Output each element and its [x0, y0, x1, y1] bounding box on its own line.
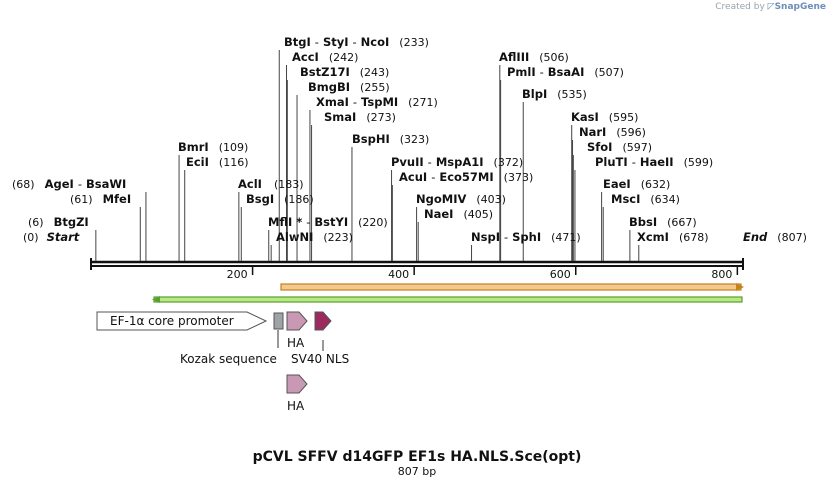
site-btgzi[interactable]: (6)BtgZI — [28, 215, 89, 229]
orf-bar[interactable] — [280, 283, 744, 291]
feature-label-promoter: EF-1α core promoter — [110, 314, 234, 328]
site-msci[interactable]: MscI(634) — [611, 192, 680, 206]
site-xmai[interactable]: XmaI-TspMI(271) — [316, 95, 438, 109]
site-bstz17i[interactable]: BstZ17I(243) — [300, 65, 389, 79]
feature-ha-2[interactable]: HA — [286, 374, 308, 413]
site-bmgbi[interactable]: BmgBI(255) — [308, 80, 390, 94]
site-acli[interactable]: AclI(183) — [238, 177, 304, 191]
feature-kozak[interactable]: Kozak sequence — [180, 312, 284, 366]
site-alwni[interactable]: AlwNI(223) — [276, 230, 353, 244]
site-ngomiv[interactable]: NgoMIV(403) — [416, 192, 506, 206]
green-feature-bar[interactable] — [152, 296, 743, 303]
feature-label-kozak: Kozak sequence — [180, 352, 277, 366]
site-xcmi[interactable]: XcmI(678) — [637, 230, 709, 244]
snapgene-logo-icon: ◸ — [767, 2, 775, 12]
site-pvuii[interactable]: PvuII-MspA1I(372) — [391, 155, 523, 169]
site-bbsi[interactable]: BbsI(667) — [629, 215, 697, 229]
credit-prefix: Created by — [715, 2, 765, 12]
site-smai[interactable]: SmaI(273) — [324, 110, 396, 124]
axis-tick-label: 600 — [550, 268, 571, 281]
site-kasi[interactable]: KasI(595) — [571, 110, 638, 124]
axis-tick-label: 400 — [388, 268, 409, 281]
site-acci[interactable]: AccI(242) — [292, 50, 358, 64]
feature-sv40-nls[interactable]: SV40 NLS — [291, 311, 349, 366]
site-pmli[interactable]: PmlI-BsaAI(507) — [507, 65, 624, 79]
site-mfli[interactable]: MflI *-BstYI(220) — [268, 215, 388, 229]
site-acui[interactable]: AcuI-Eco57MI(373) — [399, 170, 533, 184]
end-label: End(807) — [743, 230, 807, 244]
site-bsgi[interactable]: BsgI(186) — [246, 192, 314, 206]
site-eaei[interactable]: EaeI(632) — [603, 177, 670, 191]
site-btgi[interactable]: BtgI-StyI-NcoI(233) — [284, 35, 429, 49]
feature-ha-1[interactable]: HA — [286, 311, 308, 350]
site-bsphi[interactable]: BspHI(323) — [352, 132, 429, 146]
site-nspi[interactable]: NspI-SphI(471) — [471, 230, 581, 244]
feature-promoter[interactable]: EF-1α core promoter — [96, 311, 268, 331]
site-nari[interactable]: NarI(596) — [579, 125, 646, 139]
axis-ticks: 200 400 600 800 — [227, 266, 739, 281]
site-bmri[interactable]: BmrI(109) — [178, 140, 248, 154]
site-afliii[interactable]: AflIII(506) — [499, 50, 569, 64]
map-title: pCVL SFFV d14GFP EF1s HA.NLS.Sce(opt) — [253, 449, 582, 465]
axis-tick-label: 800 — [711, 268, 732, 281]
restriction-sites: BtgI-StyI-NcoI(233) AccI(242) BstZ17I(24… — [12, 35, 807, 244]
site-mfei[interactable]: (61)MfeI — [70, 192, 131, 206]
start-label: (0)Start — [23, 230, 80, 244]
site-pluti[interactable]: PluTI-HaeII(599) — [595, 155, 713, 169]
credit-brand: SnapGene — [774, 2, 826, 12]
site-sfoi[interactable]: SfoI(597) — [587, 140, 652, 154]
map-subtitle: 807 bp — [398, 465, 436, 478]
snapgene-credit: Created by ◸SnapGene — [715, 2, 826, 12]
feature-label-ha-2: HA — [287, 399, 305, 413]
site-blpi[interactable]: BlpI(535) — [522, 87, 587, 101]
axis-tick-label: 200 — [227, 268, 248, 281]
site-ecii[interactable]: EciI(116) — [186, 155, 249, 169]
sequence-backbone — [90, 258, 744, 270]
site-naei[interactable]: NaeI(405) — [424, 207, 493, 221]
site-agei[interactable]: (68)AgeI-BsaWI — [12, 177, 126, 191]
feature-label-sv40-nls: SV40 NLS — [291, 352, 349, 366]
feature-label-ha-1: HA — [287, 336, 305, 350]
site-leader-lines — [95, 50, 640, 261]
